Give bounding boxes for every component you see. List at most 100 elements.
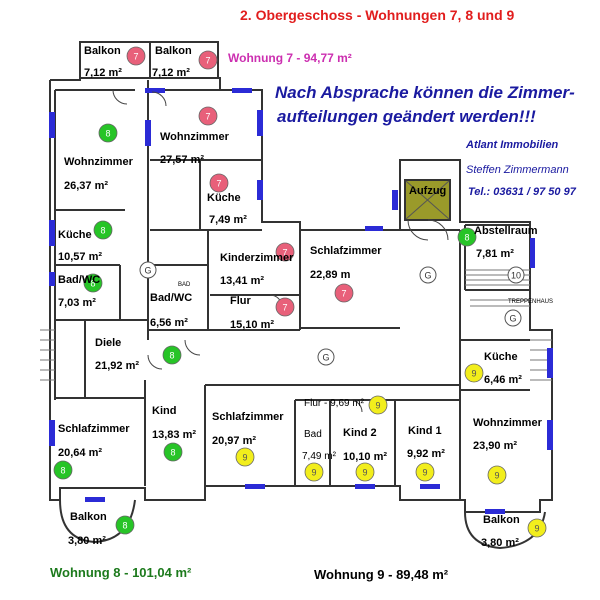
room-kind-8-name: Kind xyxy=(152,405,177,417)
marker-wohnung-9: 9 xyxy=(235,447,255,467)
marker-label: 7 xyxy=(282,248,287,258)
page-title: 2. Obergeschoss - Wohnungen 7, 8 und 9 xyxy=(240,7,515,23)
room-kinderzimmer-7-name: Kinderzimmer xyxy=(220,252,294,264)
room-balkon-8-area: 3,80 m² xyxy=(68,535,106,547)
stair-symbol-label: G xyxy=(424,271,431,281)
room-schlafzimmer-7-name: Schlafzimmer xyxy=(310,245,382,257)
contact-person: Steffen Zimmermann xyxy=(466,164,569,176)
marker-wohnung-7: 7 xyxy=(126,46,146,66)
marker-wohnung-9: 9 xyxy=(527,518,547,538)
marker-label: 9 xyxy=(422,468,427,478)
stair-symbol: G xyxy=(504,309,522,327)
marker-label: 8 xyxy=(100,226,105,236)
room-balkon-7b-name: Balkon xyxy=(155,45,192,57)
marker-wohnung-7: 7 xyxy=(198,50,218,70)
contact-company: Atlant Immobilien xyxy=(466,139,559,151)
room-kueche-7-name: Küche xyxy=(207,192,241,204)
room-wohnzimmer-9-name: Wohnzimmer xyxy=(473,417,542,429)
doors xyxy=(112,89,449,413)
marker-label: 8 xyxy=(170,448,175,458)
marker-wohnung-9: 9 xyxy=(304,462,324,482)
room-kueche-9-area: 6,46 m² xyxy=(484,374,522,386)
wohnung-9-label: Wohnung 9 - 89,48 m² xyxy=(314,567,449,582)
room-kind2-9-name: Kind 2 xyxy=(343,427,377,439)
stair-symbol-label: G xyxy=(509,314,516,324)
stair-symbol-label: G xyxy=(322,353,329,363)
room-kind1-9-name: Kind 1 xyxy=(408,425,442,437)
room-kinderzimmer-7-area: 13,41 m² xyxy=(220,275,265,287)
marker-wohnung-7: 7 xyxy=(209,173,229,193)
note-line-2: aufteilungen geändert werden!!! xyxy=(277,107,536,126)
marker-label: 9 xyxy=(494,471,499,481)
marker-wohnung-8: 8 xyxy=(83,273,103,293)
marker-label: 9 xyxy=(375,401,380,411)
stair-symbol: G xyxy=(419,266,437,284)
room-schlafzimmer-8-name: Schlafzimmer xyxy=(58,423,130,435)
marker-wohnung-9: 9 xyxy=(355,462,375,482)
room-schlafzimmer-9-name: Schlafzimmer xyxy=(212,411,284,423)
marker-wohnung-9: 9 xyxy=(464,363,484,383)
marker-wohnung-7: 7 xyxy=(334,283,354,303)
stair-symbol-label: G xyxy=(144,266,151,276)
room-abstellraum-9-name: Abstellraum xyxy=(474,225,538,237)
room-schlafzimmer-9-area: 20,97 m² xyxy=(212,435,257,447)
room-badwc-8-name: Bad/WC xyxy=(58,274,101,286)
marker-wohnung-8: 8 xyxy=(162,345,182,365)
room-wohnzimmer-9-area: 23,90 m² xyxy=(473,440,518,452)
room-wohnzimmer-8-name: Wohnzimmer xyxy=(64,156,133,168)
marker-label: 8 xyxy=(464,233,469,243)
room-wohnzimmer-7-name: Wohnzimmer xyxy=(160,131,229,143)
room-schlafzimmer-8-area: 20,64 m² xyxy=(58,447,103,459)
treppenhaus-label: TREPPENHAUS xyxy=(508,299,554,305)
room-diele-8-area: 21,92 m² xyxy=(95,360,140,372)
room-schlafzimmer-7-area: 22,89 m xyxy=(310,269,351,281)
room-flur-7-name: Flur xyxy=(230,295,251,307)
marker-label: 8 xyxy=(60,466,65,476)
marker-wohnung-7: 7 xyxy=(275,242,295,262)
room-bad-9-area: 7,49 m² xyxy=(302,451,336,462)
marker-label: 9 xyxy=(534,524,539,534)
room-kueche-8-name: Küche xyxy=(58,229,92,241)
room-bad-9-name: Bad xyxy=(304,429,322,440)
windows xyxy=(49,88,553,514)
marker-label: 8 xyxy=(122,521,127,531)
room-flur-9-name: Flur - 9,69 m² xyxy=(304,398,365,409)
room-badwc-7-name: Bad/WC xyxy=(150,292,193,304)
stair-symbol: G xyxy=(139,261,157,279)
marker-wohnung-9: 9 xyxy=(415,462,435,482)
marker-label: 9 xyxy=(362,468,367,478)
stair-symbols: G G G G 10 xyxy=(139,261,525,366)
wohnung-7-label: Wohnung 7 - 94,77 m² xyxy=(228,51,352,65)
room-badwc-7-area: 6,56 m² xyxy=(150,317,188,329)
room-kueche-8-area: 10,57 m² xyxy=(58,251,103,263)
marker-wohnung-8: 8 xyxy=(457,227,477,247)
marker-label: 7 xyxy=(216,179,221,189)
marker-wohnung-8: 8 xyxy=(93,220,113,240)
room-kueche-9-name: Küche xyxy=(484,351,518,363)
marker-wohnung-8: 8 xyxy=(98,123,118,143)
marker-wohnung-8: 8 xyxy=(115,515,135,535)
marker-wohnung-8: 8 xyxy=(163,442,183,462)
marker-label: 8 xyxy=(105,129,110,139)
room-balkon-8-name: Balkon xyxy=(70,511,107,523)
note-line-1: Nach Absprache können die Zimmer- xyxy=(275,83,575,102)
room-kueche-7-area: 7,49 m² xyxy=(209,214,247,226)
stair-symbol: G xyxy=(317,348,335,366)
marker-label: 7 xyxy=(205,56,210,66)
marker-label: 9 xyxy=(242,453,247,463)
room-wohnzimmer-7-area: 27,57 m² xyxy=(160,154,205,166)
room-balkon-7b-area: 7,12 m² xyxy=(152,67,190,79)
marker-wohnung-7: 7 xyxy=(275,297,295,317)
contact-phone: Tel.: 03631 / 97 50 97 xyxy=(468,186,576,198)
room-abstellraum-9-area: 7,81 m² xyxy=(476,248,514,260)
room-wohnzimmer-8-area: 26,37 m² xyxy=(64,180,109,192)
room-balkon-7a-name: Balkon xyxy=(84,45,121,57)
stair-symbol: 10 xyxy=(507,266,525,284)
wohnung-8-label: Wohnung 8 - 101,04 m² xyxy=(50,565,192,580)
room-kind1-9-area: 9,92 m² xyxy=(407,448,445,460)
room-balkon-7a-area: 7,12 m² xyxy=(84,67,122,79)
marker-label: 7 xyxy=(341,289,346,299)
room-balkon-9-name: Balkon xyxy=(483,514,520,526)
